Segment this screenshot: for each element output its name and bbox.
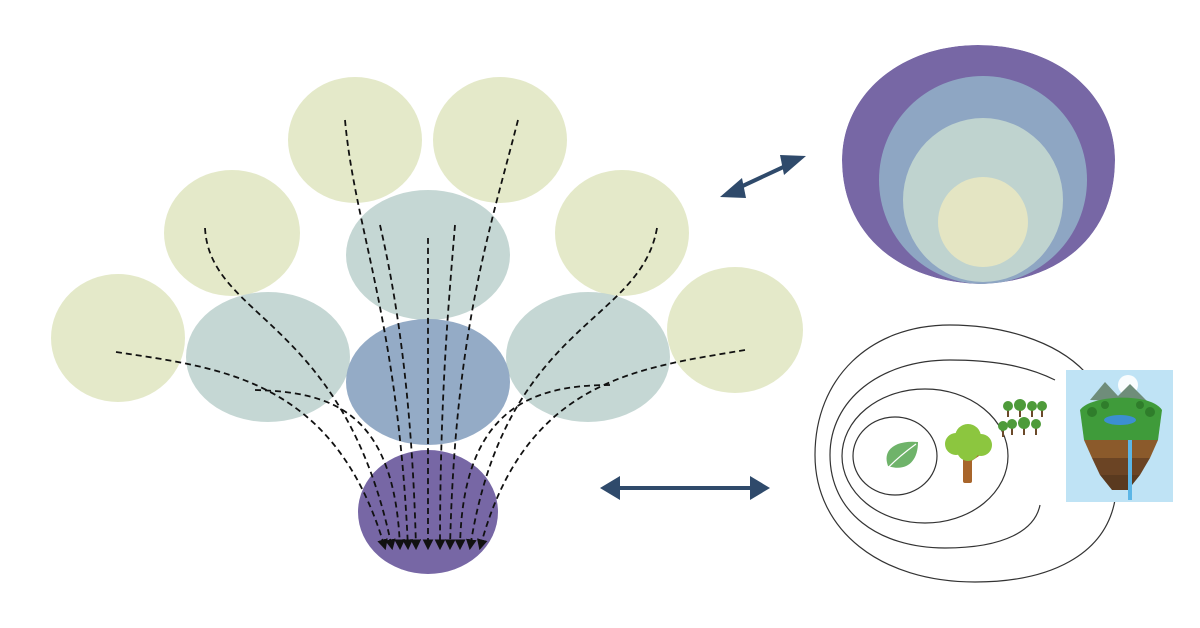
leaf-node-upper-left bbox=[164, 170, 300, 296]
flow-line bbox=[476, 349, 746, 551]
middle-node-left bbox=[186, 292, 350, 422]
flow-line bbox=[115, 351, 388, 551]
flow-line bbox=[344, 119, 414, 551]
flow-line bbox=[204, 227, 396, 551]
landscape-icon bbox=[1066, 370, 1173, 502]
double-arrow-icon bbox=[600, 476, 770, 500]
flow-line bbox=[434, 224, 456, 551]
scale-rings bbox=[814, 324, 1116, 583]
ring-forest bbox=[829, 359, 1056, 549]
flow-line bbox=[454, 384, 611, 551]
forest-icon bbox=[998, 399, 1047, 437]
nested-circle-tree bbox=[51, 77, 803, 574]
ring-tree bbox=[841, 388, 1009, 524]
flow-line bbox=[465, 227, 658, 551]
leaf-node-top-left bbox=[288, 77, 422, 203]
ring-leaf bbox=[852, 416, 938, 496]
ring-landscape bbox=[814, 324, 1116, 583]
nested-bowl bbox=[842, 45, 1115, 284]
middle-node-top bbox=[346, 190, 510, 320]
leaf-icon bbox=[885, 441, 918, 471]
leaf-node-top-right bbox=[433, 77, 567, 203]
flow-line bbox=[444, 119, 519, 551]
double-arrow-icon bbox=[720, 155, 806, 198]
leaf-node-far-right bbox=[667, 267, 803, 393]
middle-node-right bbox=[506, 292, 670, 422]
flow-line bbox=[254, 389, 406, 551]
leaf-node-upper-right bbox=[555, 170, 689, 296]
tree-icon bbox=[945, 424, 992, 483]
leaf-node-far-left bbox=[51, 274, 185, 402]
bowl-core bbox=[938, 177, 1028, 267]
flow-lines bbox=[115, 119, 746, 551]
